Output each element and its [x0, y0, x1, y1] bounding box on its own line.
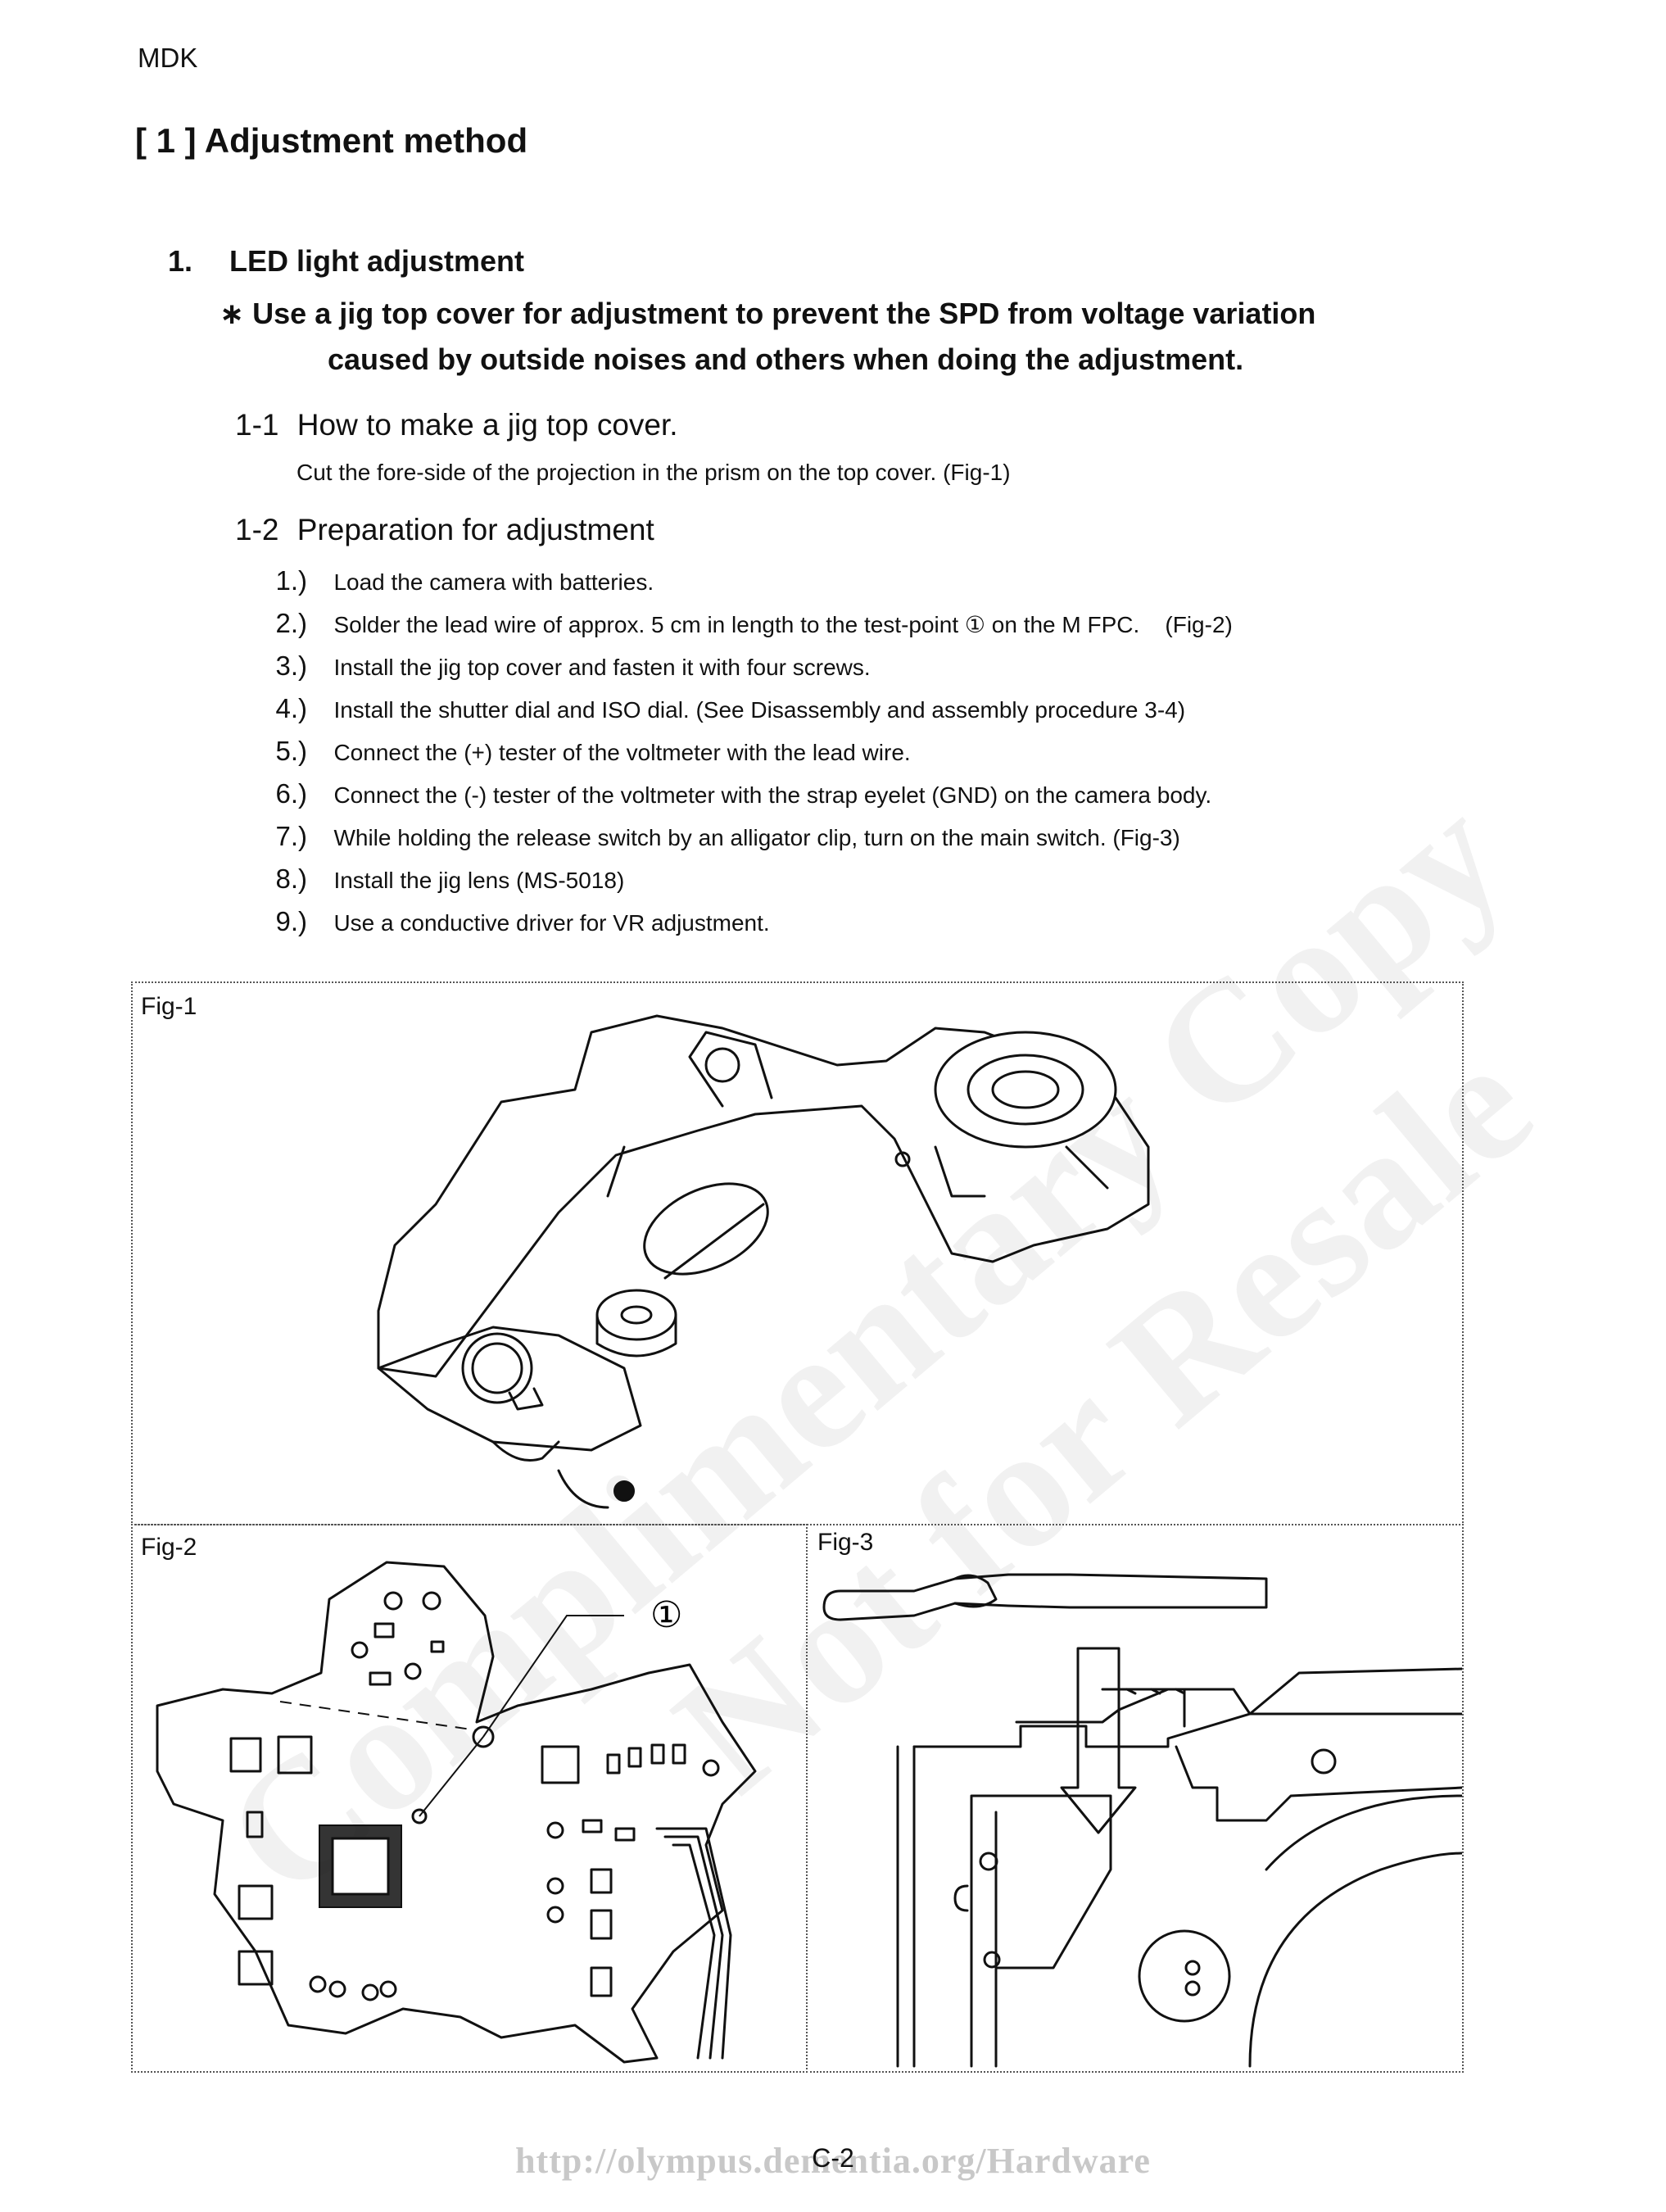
- fig-2-m-fpc-illustration: ①: [156, 1561, 757, 2064]
- list-item: 3.) Install the jig top cover and fasten…: [258, 650, 871, 682]
- fig-2-label: Fig-2: [141, 1534, 197, 1561]
- fig-1-label: Fig-1: [141, 993, 197, 1020]
- fig-1-top-cover-illustration: [377, 1014, 1150, 1509]
- list-item-number: 4.): [275, 693, 307, 723]
- list-item-text: Use a conductive driver for VR adjustmen…: [333, 910, 770, 936]
- list-item-text: Load the camera with batteries.: [333, 569, 654, 595]
- list-item-text: Install the jig lens (MS-5018): [333, 868, 625, 893]
- list-item-text: Solder the lead wire of approx. 5 cm in …: [333, 612, 1233, 637]
- list-item: 6.) Connect the (-) tester of the voltme…: [258, 778, 1211, 809]
- list-item: 2.) Solder the lead wire of approx. 5 cm…: [258, 608, 1233, 639]
- list-item-number: 6.): [275, 778, 307, 809]
- list-item: 8.) Install the jig lens (MS-5018): [258, 863, 624, 895]
- list-item-text: Connect the (-) tester of the voltmeter …: [333, 782, 1212, 808]
- step-1-2-heading: 1-2 Preparation for adjustment: [235, 513, 654, 547]
- list-item: 5.) Connect the (+) tester of the voltme…: [258, 736, 911, 767]
- step-1-1-number: 1-1: [235, 408, 279, 442]
- list-item-number: 3.): [275, 650, 307, 681]
- subsection-number: 1.: [168, 244, 193, 278]
- footer-url: http://olympus.dementia.org/Hardware: [515, 2141, 1151, 2181]
- list-item: 9.) Use a conductive driver for VR adjus…: [258, 906, 770, 937]
- step-1-1-heading: 1-1 How to make a jig top cover.: [235, 408, 678, 442]
- list-item-number: 7.): [275, 821, 307, 851]
- step-1-1-body: Cut the fore-side of the projection in t…: [297, 460, 1011, 485]
- fig-3-release-switch-illustration: [822, 1573, 1462, 2068]
- list-item-number: 8.): [275, 863, 307, 894]
- list-item-number: 1.): [275, 565, 307, 596]
- notice-line-2: caused by outside noises and others when…: [328, 342, 1244, 376]
- list-item-text: Install the jig top cover and fasten it …: [333, 655, 871, 680]
- page-number: C-2: [812, 2143, 854, 2173]
- list-item: 1.) Load the camera with batteries.: [258, 565, 654, 596]
- list-item-number: 2.): [275, 608, 307, 638]
- step-1-2-number: 1-2: [235, 513, 279, 546]
- header-tag: MDK: [138, 43, 198, 73]
- step-1-1-title: How to make a jig top cover.: [297, 408, 678, 442]
- list-item-text: Install the shutter dial and ISO dial. (…: [333, 697, 1186, 723]
- list-item-text: Connect the (+) tester of the voltmeter …: [333, 740, 911, 765]
- step-1-2-title: Preparation for adjustment: [297, 513, 654, 546]
- list-item-text: While holding the release switch by an a…: [333, 825, 1180, 850]
- fig-3-label: Fig-3: [817, 1529, 874, 1556]
- fig-3-frame: [806, 1524, 1464, 2073]
- list-item-number: 5.): [275, 736, 307, 766]
- list-item: 7.) While holding the release switch by …: [258, 821, 1180, 852]
- list-item-number: 9.): [275, 906, 307, 936]
- test-point-marker: ①: [650, 1595, 682, 1635]
- list-item: 4.) Install the shutter dial and ISO dia…: [258, 693, 1185, 724]
- section-title: [ 1 ] Adjustment method: [135, 121, 528, 160]
- notice-line-1: ∗ Use a jig top cover for adjustment to …: [220, 297, 1316, 330]
- subsection-title: LED light adjustment: [229, 244, 524, 278]
